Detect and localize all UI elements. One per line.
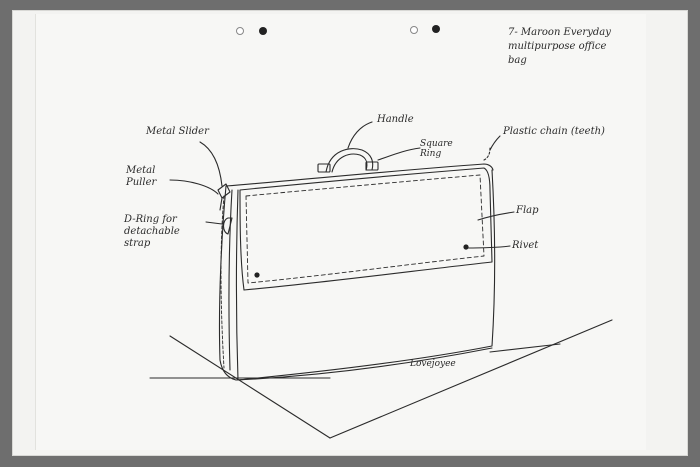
metal-puller <box>220 198 222 210</box>
title-line: 7- Maroon Everyday <box>508 26 611 40</box>
label-d-ring: D-Ring for detachable strap <box>124 214 180 250</box>
leader-plastic-chain <box>490 136 500 150</box>
label-plastic-chain: Plastic chain (teeth) <box>503 126 605 138</box>
artist-signature: Lovejoyee <box>410 358 456 370</box>
sketch-title: 7- Maroon Everyday multipurpose office b… <box>508 26 611 68</box>
floor-line <box>170 336 330 438</box>
rivet-left <box>254 272 259 277</box>
plastic-chain <box>484 148 490 160</box>
title-line: multipurpose office <box>508 40 611 54</box>
label-metal-puller-line: Puller <box>126 177 156 189</box>
leader-handle <box>348 122 372 148</box>
label-metal-puller-line: Metal <box>126 165 156 177</box>
leader-d-ring <box>206 222 222 224</box>
leader-metal-puller <box>170 180 218 194</box>
label-square-ring-line: Square <box>420 139 453 149</box>
label-square-ring-line: Ring <box>420 149 453 159</box>
label-handle: Handle <box>377 114 414 126</box>
label-square-ring: Square Ring <box>420 139 453 159</box>
label-metal-puller: Metal Puller <box>126 165 156 189</box>
label-d-ring-line: detachable <box>124 226 180 238</box>
bag-left-side <box>219 186 236 380</box>
handle-inner <box>332 154 367 172</box>
bag-top-edge <box>226 164 493 186</box>
label-metal-slider: Metal Slider <box>146 126 209 138</box>
title-line: bag <box>508 54 611 68</box>
leader-rivet <box>466 246 510 248</box>
floor-line <box>330 320 612 438</box>
leader-square-ring <box>378 148 420 160</box>
label-d-ring-line: D-Ring for <box>124 214 180 226</box>
floor-line <box>490 344 560 352</box>
bag-flap <box>240 168 492 290</box>
bag-front-panel <box>237 170 495 380</box>
bag-left-side-inner <box>229 190 232 370</box>
label-rivet: Rivet <box>512 240 538 252</box>
leader-flap <box>478 212 514 220</box>
leader-metal-slider <box>200 142 222 186</box>
label-d-ring-line: strap <box>124 238 180 250</box>
rivet-right <box>463 244 468 249</box>
label-flap: Flap <box>516 205 539 217</box>
